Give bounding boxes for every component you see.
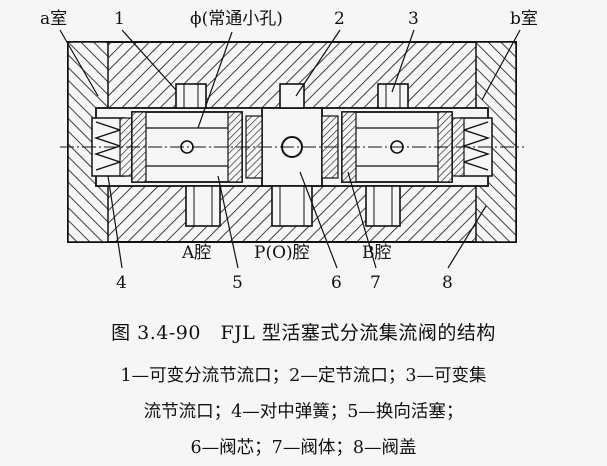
port-b-cavity <box>365 185 401 227</box>
label-p-cavity: P(O)腔 <box>254 243 310 263</box>
leader-lines <box>59 29 521 269</box>
label-orifice: ϕ(常通小孔) <box>190 9 283 29</box>
legend-line-2: 流节流口；4—对中弹簧；5—换向活塞； <box>143 402 464 422</box>
port-p-cavity <box>271 185 313 227</box>
label-part-4: 4 <box>116 273 127 293</box>
label-a-chamber: a室 <box>40 9 67 29</box>
port-a-cavity <box>185 185 221 227</box>
label-a-cavity: A腔 <box>181 243 211 263</box>
label-part-3: 3 <box>408 9 419 29</box>
legend-line-3: 6—阀芯；7—阀体；8—阀盖 <box>190 438 417 458</box>
label-part-1: 1 <box>114 9 125 29</box>
label-b-chamber: b室 <box>510 9 538 29</box>
label-part-6: 6 <box>331 273 342 293</box>
label-part-8: 8 <box>442 273 453 293</box>
label-part-2: 2 <box>334 9 345 29</box>
top-port-center <box>279 83 305 109</box>
label-part-5: 5 <box>232 273 243 293</box>
label-part-7: 7 <box>370 273 381 293</box>
legend-line-1: 1—可变分流节流口；2—定节流口；3—可变集 <box>120 366 487 386</box>
top-port-left <box>175 83 207 109</box>
figure-caption-title: 图 3.4-90 FJL 型活塞式分流集流阀的结构 <box>111 322 496 344</box>
label-b-cavity: B腔 <box>362 243 392 263</box>
valve-cross-section-diagram: a室 1 ϕ(常通小孔) 2 3 b室 A腔 P(O)腔 B腔 4 5 6 7 … <box>40 9 538 293</box>
